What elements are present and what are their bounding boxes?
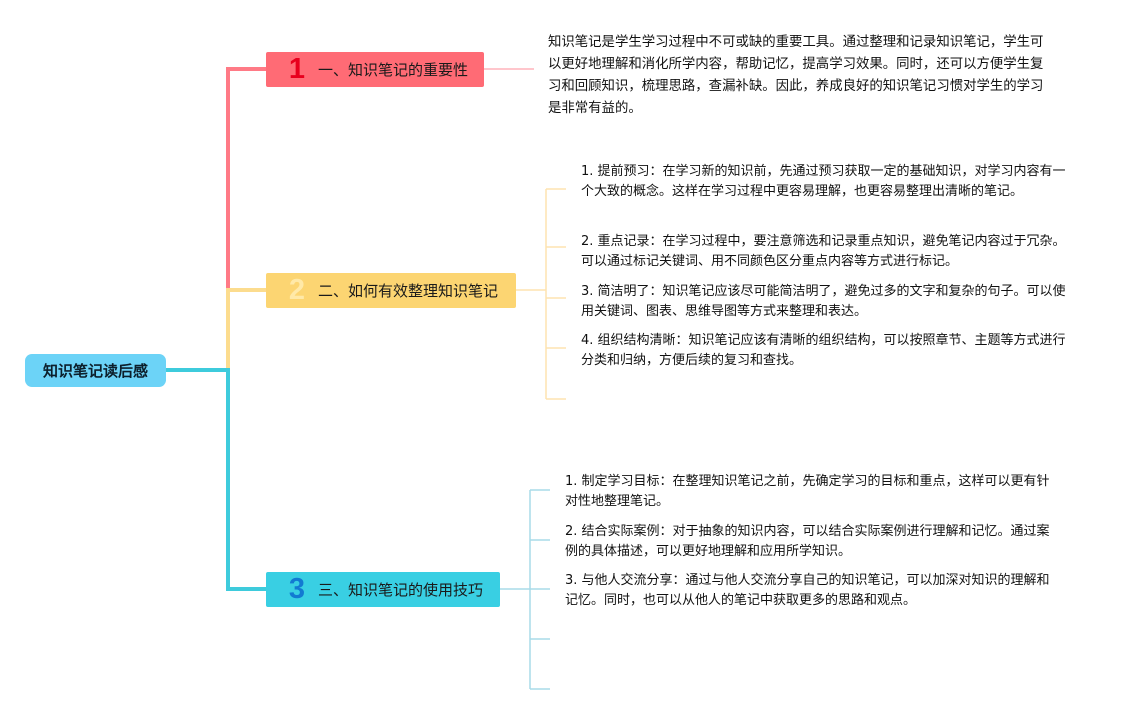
branch-number-1: 1 [288,53,306,85]
connector-branch3-leaves [500,489,550,690]
leaf-node-key-points[interactable]: 2. 重点记录：在学习过程中，要注意筛选和记录重点知识，避免笔记内容过于冗杂。可… [581,234,1066,269]
branch-node-organize[interactable]: 2 二、如何有效整理知识笔记 [266,273,516,308]
branch-title-2: 二、如何有效整理知识笔记 [318,282,499,300]
connector-branch2-leaves [516,188,566,400]
connector-root-branch2 [226,288,266,370]
root-label: 知识笔记读后感 [42,362,148,380]
branch-node-importance[interactable]: 1 一、知识笔记的重要性 [266,52,484,87]
branch-number-3: 3 [288,573,306,605]
leaf-node-preview[interactable]: 1. 提前预习：在学习新的知识前，先通过预习获取一定的基础知识，对学习内容有一个… [581,164,1066,199]
branch-number-2: 2 [288,274,306,306]
connector-root-branch1 [166,67,266,372]
leaf-node-cases[interactable]: 2. 结合实际案例：对于抽象的知识内容，可以结合实际案例进行理解和记忆。通过案例… [565,524,1050,559]
leaf-node-sharing[interactable]: 3. 与他人交流分享：通过与他人交流分享自己的知识笔记，可以加深对知识的理解和记… [565,573,1050,608]
importance-content: 知识笔记是学生学习过程中不可或缺的重要工具。通过整理和记录知识笔记，学生可以更好… [548,35,1044,116]
leaf-node-structure[interactable]: 4. 组织结构清晰：知识笔记应该有清晰的组织结构，可以按照章节、主题等方式进行分… [581,333,1066,368]
branch-node-usage[interactable]: 3 三、知识笔记的使用技巧 [266,572,500,607]
leaf-node-concise[interactable]: 3. 简洁明了：知识笔记应该尽可能简洁明了，避免过多的文字和复杂的句子。可以使用… [581,284,1066,319]
leaf-node-goals[interactable]: 1. 制定学习目标：在整理知识笔记之前，先确定学习的目标和重点，这样可以更有针对… [565,474,1050,509]
root-node[interactable]: 知识笔记读后感 [25,354,166,387]
connector-root-branch3 [166,368,266,591]
branch-title-3: 三、知识笔记的使用技巧 [318,581,484,599]
branch-title-1: 一、知识笔记的重要性 [318,61,469,79]
